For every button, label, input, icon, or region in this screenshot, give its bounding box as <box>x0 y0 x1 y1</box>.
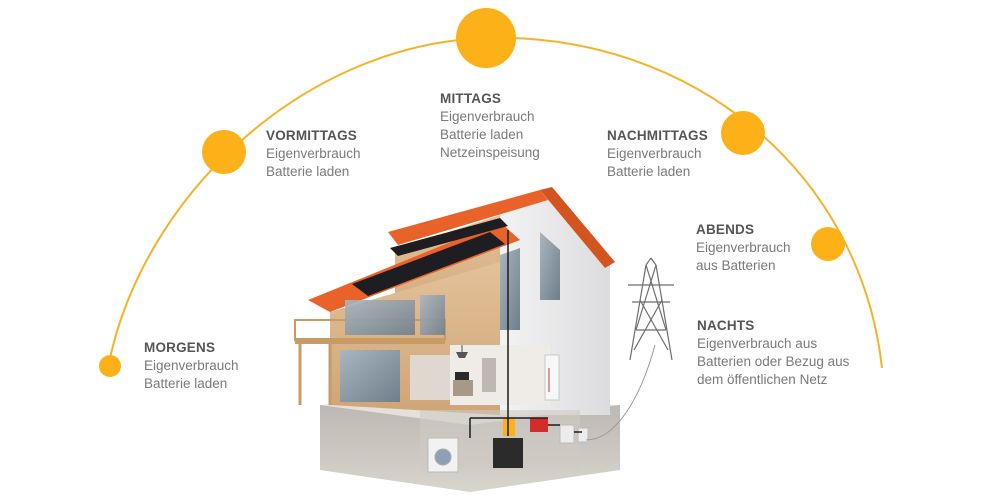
stage-title: MORGENS <box>144 340 216 355</box>
stage-title: VORMITTAGS <box>266 128 357 143</box>
stage-label-night: NACHTS Eigenverbrauch aus Batterien oder… <box>697 317 877 389</box>
stage-line: Batterie laden <box>144 376 228 391</box>
house-illustration <box>294 187 620 492</box>
stage-label-noon: MITTAGS Eigenverbrauch Batterie laden Ne… <box>440 90 580 162</box>
grid-cable <box>585 344 656 441</box>
upper-roof-edge <box>540 187 615 268</box>
stage-label-evening: ABENDS Eigenverbrauch aus Batterien <box>696 221 826 275</box>
stage-line: dem öffentlichen Netz <box>697 372 828 387</box>
sun-icon-noon <box>456 8 516 68</box>
battery-icon <box>493 438 523 468</box>
sun-icon-evening <box>811 227 845 261</box>
stage-line: Batterie laden <box>440 127 524 142</box>
sun-icon-forenoon <box>202 130 246 174</box>
stage-title: NACHTS <box>697 318 755 333</box>
stage-line: Batterie laden <box>607 164 691 179</box>
moon-icon-evening <box>860 230 876 262</box>
stage-label-morning: MORGENS Eigenverbrauch Batterie laden <box>144 339 274 393</box>
stage-line: aus Batterien <box>696 258 776 273</box>
sun-icon-morning <box>99 355 121 377</box>
stage-line: Eigenverbrauch <box>696 240 791 255</box>
stage-title: ABENDS <box>696 222 755 237</box>
stage-line: Eigenverbrauch <box>607 146 702 161</box>
stage-line: Eigenverbrauch aus <box>697 336 818 351</box>
sun-icon-afternoon <box>721 111 765 155</box>
power-pylon-icon <box>628 257 674 361</box>
stage-line: Eigenverbrauch <box>144 358 239 373</box>
wall-meter <box>544 354 560 401</box>
stage-label-forenoon: VORMITTAGS Eigenverbrauch Batterie laden <box>266 127 396 181</box>
stage-title: NACHMITTAGS <box>607 128 708 143</box>
stage-line: Eigenverbrauch <box>440 109 535 124</box>
upper-roof <box>388 190 548 245</box>
stage-label-afternoon: NACHMITTAGS Eigenverbrauch Batterie lade… <box>607 127 737 181</box>
stage-line: Eigenverbrauch <box>266 146 361 161</box>
stage-line: Netzeinspeisung <box>440 145 540 160</box>
stage-line: Batterien oder Bezug aus <box>697 354 850 369</box>
solar-panel-array <box>352 232 505 296</box>
gable-window <box>540 232 560 300</box>
stage-title: MITTAGS <box>440 91 502 106</box>
stage-line: Batterie laden <box>266 164 350 179</box>
inverter-icon <box>530 418 548 432</box>
